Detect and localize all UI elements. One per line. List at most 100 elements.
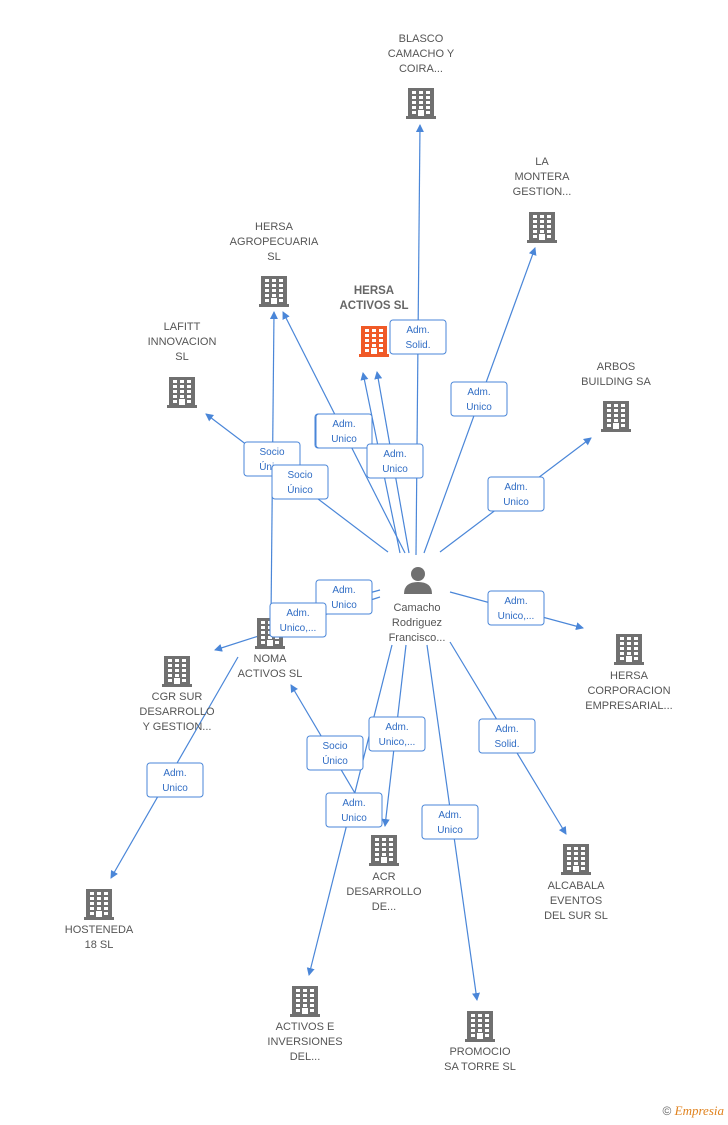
edge-label-text: Adm. xyxy=(342,798,365,809)
edge-label-activos[interactable]: Adm. Unico xyxy=(315,413,373,449)
edge-label-text: Unico xyxy=(331,434,357,445)
edge-label-text: Adm. xyxy=(467,387,490,398)
copyright-symbol: © xyxy=(662,1104,672,1118)
edge-label-text: Adm. xyxy=(163,768,186,779)
watermark: © Empresia xyxy=(662,1103,724,1119)
edge-label-agropecuaria[interactable]: Adm.Unico xyxy=(366,443,424,479)
edge-label-text: Socio xyxy=(287,470,312,481)
building-icon xyxy=(84,889,114,920)
company-name-line: ALCABALA xyxy=(548,880,606,892)
company-name-line: DEL SUR SL xyxy=(544,910,608,922)
edge-label-text: Unico xyxy=(331,600,357,611)
company-node-acr[interactable]: ACR DESARROLLO DE... xyxy=(346,835,422,913)
company-node-montera[interactable]: LAMONTERAGESTION... xyxy=(513,156,572,243)
company-name-line: DEL... xyxy=(290,1051,321,1063)
edge-label-box xyxy=(315,579,373,615)
company-node-activos_inv[interactable]: ACTIVOS EINVERSIONESDEL... xyxy=(267,986,343,1063)
edge-label-hosteneda[interactable]: Adm. Unico xyxy=(146,762,204,798)
company-name-line: ACR xyxy=(372,871,395,883)
building-icon xyxy=(167,377,197,408)
company-name-line: ACTIVOS E xyxy=(276,1021,335,1033)
company-node-corporacion[interactable]: HERSACORPORACIONEMPRESARIAL... xyxy=(585,634,673,712)
edge-label-text: Unico xyxy=(503,497,529,508)
building-icon xyxy=(561,844,591,875)
company-name-line: BUILDING SA xyxy=(581,376,651,388)
edge-label-text: Unico xyxy=(382,464,408,475)
edge-label-box xyxy=(487,476,545,512)
company-name-line: Y GESTION... xyxy=(143,721,212,733)
company-name-line: COIRA... xyxy=(399,63,443,75)
company-name-line: HERSA xyxy=(354,285,394,297)
edge-label-box xyxy=(478,718,536,754)
building-icon xyxy=(527,212,557,243)
company-name-line: DESARROLLO xyxy=(346,886,422,898)
company-name-line: HERSA xyxy=(255,221,294,233)
edge-label-text: Único xyxy=(287,483,313,496)
edge-label-text: Unico xyxy=(437,825,463,836)
edge-label-blasco[interactable]: Adm.Solid. xyxy=(389,319,447,355)
edge-label-activos_inv[interactable]: Adm. Unico xyxy=(325,792,383,828)
company-name-line: CORPORACION xyxy=(587,685,670,697)
edge-label-corporacion[interactable]: Adm.Unico,... xyxy=(487,590,545,626)
company-name-line: LA xyxy=(535,156,549,168)
building-icon xyxy=(465,1011,495,1042)
edge-label-text: Unico,... xyxy=(280,623,317,634)
edge-label-alcabala[interactable]: Adm.Solid. xyxy=(478,718,536,754)
person-name-line: Rodriguez xyxy=(392,617,442,629)
company-name-line: DESARROLLO xyxy=(139,706,215,718)
edge-label-text: Adm. xyxy=(438,810,461,821)
company-name-line: HERSA xyxy=(610,670,649,682)
edge-label-text: Adm. xyxy=(406,325,429,336)
brand-logo: Empresia xyxy=(674,1103,724,1118)
company-name-line: CGR SUR xyxy=(152,691,203,703)
company-name-line: BLASCO xyxy=(399,33,444,45)
building-icon xyxy=(162,656,192,687)
edge-label-text: Unico,... xyxy=(498,611,535,622)
edge-label-box xyxy=(366,443,424,479)
edge-label-box xyxy=(487,590,545,626)
edge-label-text: Adm. xyxy=(332,419,355,430)
edge-label-box xyxy=(269,602,327,638)
building-icon xyxy=(359,326,389,357)
edge-label-text: Unico xyxy=(341,813,367,824)
edge-label-montera[interactable]: Adm.Unico xyxy=(450,381,508,417)
edge-label-text: Solid. xyxy=(494,739,519,750)
company-name-line: 18 SL xyxy=(85,939,114,951)
building-icon xyxy=(601,401,631,432)
edge-label-arbos[interactable]: Adm. Unico xyxy=(487,476,545,512)
company-node-cgr[interactable]: CGR SUR DESARROLLO Y GESTION... xyxy=(139,656,215,733)
edge-label-cgr[interactable]: Adm.Unico,... xyxy=(269,602,327,638)
company-name-line: DE... xyxy=(372,901,396,913)
edge-label-promocio[interactable]: Adm. Unico xyxy=(421,804,479,840)
building-icon xyxy=(614,634,644,665)
edge-label-box xyxy=(146,762,204,798)
edge-label-box xyxy=(368,716,426,752)
person-node[interactable]: CamachoRodriguezFrancisco... xyxy=(389,567,446,644)
edge-label-box xyxy=(450,381,508,417)
building-icon xyxy=(369,835,399,866)
edge-label-text: Socio xyxy=(322,741,347,752)
company-name-line: GESTION... xyxy=(513,186,572,198)
person-icon xyxy=(404,567,432,594)
edge-label-text: Unico xyxy=(162,783,188,794)
edge-label-acr[interactable]: Adm.Unico,... xyxy=(368,716,426,752)
edge-label-box xyxy=(325,792,383,828)
edge-label-text: Socio xyxy=(259,447,284,458)
building-icon xyxy=(406,88,436,119)
person-name-line: Francisco... xyxy=(389,632,446,644)
edge-label-text: Adm. xyxy=(504,482,527,493)
building-icon xyxy=(259,276,289,307)
edge-label-noma[interactable]: Adm.Unico xyxy=(315,579,373,615)
edge-labels-layer: Adm.Solid.Adm.UnicoAdm.UnicoAdm.UnicoSoc… xyxy=(146,319,545,840)
